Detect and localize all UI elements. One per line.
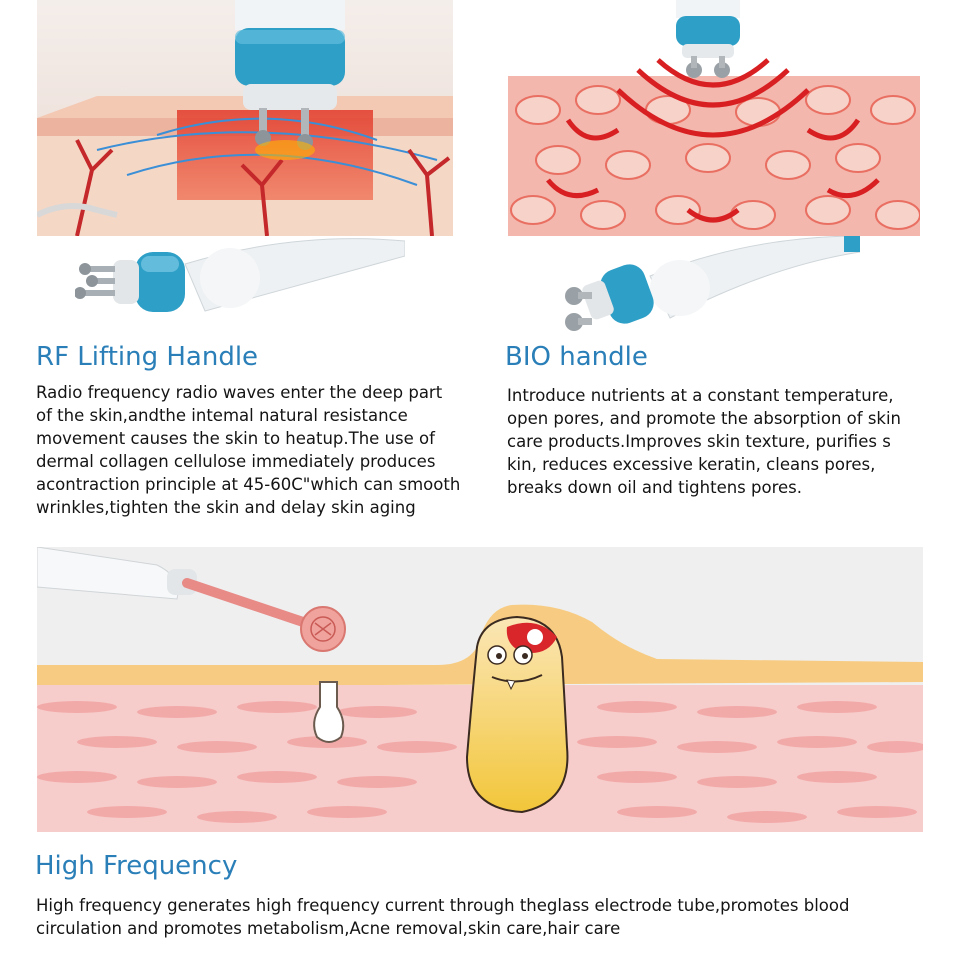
- high-frequency-section-description: High frequency generates high frequency …: [36, 894, 849, 940]
- rf-section-title: RF Lifting Handle: [36, 342, 259, 372]
- high-frequency-wand-icon: [37, 547, 346, 652]
- bio-skin-illustration: [508, 0, 920, 236]
- bio-handle-icon: [560, 236, 860, 336]
- rf-handle-icon: [75, 236, 405, 326]
- text-line: breaks down oil and tightens pores.: [507, 478, 803, 497]
- acne-bacteria-icon: [465, 615, 569, 814]
- text-line: Introduce nutrients at a constant temper…: [507, 386, 894, 405]
- high-frequency-section-title: High Frequency: [35, 851, 238, 881]
- text-line: wrinkles,tighten the skin and delay skin…: [36, 498, 416, 517]
- text-line: movement causes the skin to heatup.The u…: [36, 429, 435, 448]
- text-line: of the skin,andthe intemal natural resis…: [36, 406, 408, 425]
- text-line: dermal collagen cellulose immediately pr…: [36, 452, 436, 471]
- bio-section-title: BIO handle: [505, 342, 648, 372]
- bio-section-description: Introduce nutrients at a constant temper…: [507, 384, 901, 499]
- text-line: acontraction principle at 45-60C"which c…: [36, 475, 461, 494]
- rf-section-description: Radio frequency radio waves enter the de…: [36, 381, 460, 519]
- text-line: circulation and promotes metabolism,Acne…: [36, 919, 621, 938]
- text-line: open pores, and promote the absorption o…: [507, 409, 902, 428]
- rf-skin-illustration: [37, 0, 453, 236]
- text-line: care products.Improves skin texture, pur…: [507, 432, 891, 451]
- text-line: High frequency generates high frequency …: [36, 896, 850, 915]
- high-frequency-skin-illustration: [37, 547, 923, 832]
- text-line: Radio frequency radio waves enter the de…: [36, 383, 443, 402]
- text-line: kin, reduces excessive keratin, cleans p…: [507, 455, 876, 474]
